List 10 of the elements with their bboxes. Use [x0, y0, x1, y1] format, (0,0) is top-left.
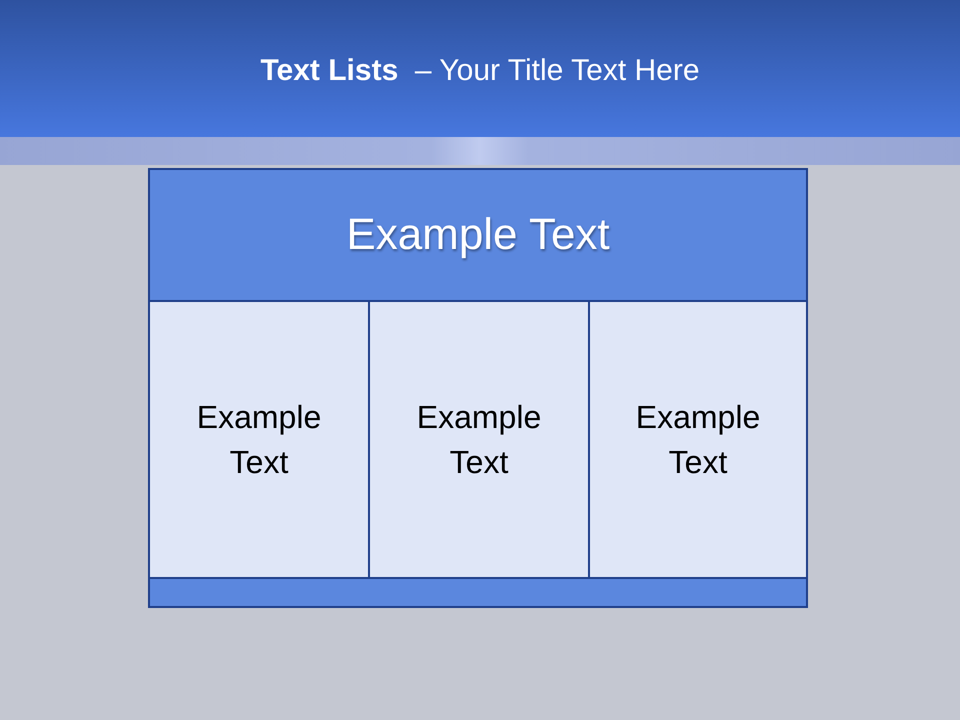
text-column-box: [368, 300, 590, 579]
slide-title: Text Lists – Your Title Text Here: [260, 54, 700, 87]
text-column-box: [588, 300, 808, 579]
header-box: [148, 168, 808, 302]
footer-bar: [148, 577, 808, 608]
column-text: Example Text: [416, 398, 542, 482]
text-column-box: [148, 300, 370, 579]
column-text: Example Text: [634, 398, 762, 482]
column-text: Example Text: [196, 398, 322, 482]
header-text: Example Text: [346, 210, 610, 260]
